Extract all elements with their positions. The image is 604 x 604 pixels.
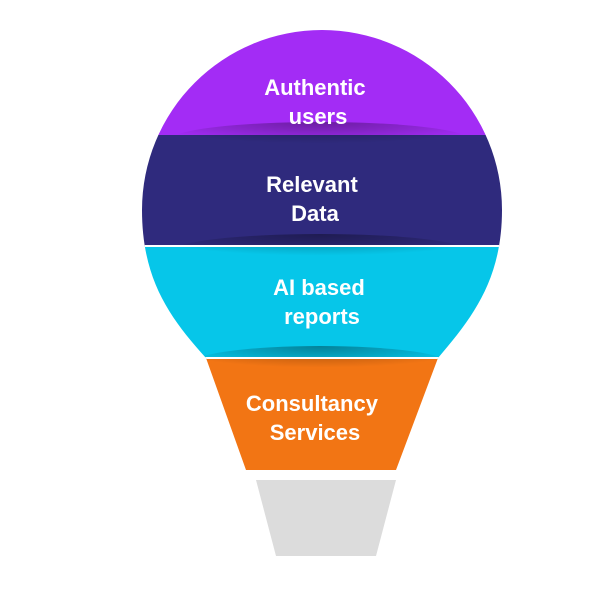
layer-label-2: AI based reports — [273, 275, 371, 329]
layer-label-1: Relevant Data — [266, 172, 364, 226]
layer-label-0: Authentic users — [264, 75, 372, 129]
band-divider — [142, 357, 502, 359]
bulb-base — [256, 480, 396, 556]
band-shadow — [170, 234, 470, 270]
layer-label-3: Consultancy Services — [246, 391, 384, 445]
band-shadow — [170, 122, 470, 158]
band-shadow — [190, 346, 450, 382]
band-divider — [142, 245, 502, 247]
